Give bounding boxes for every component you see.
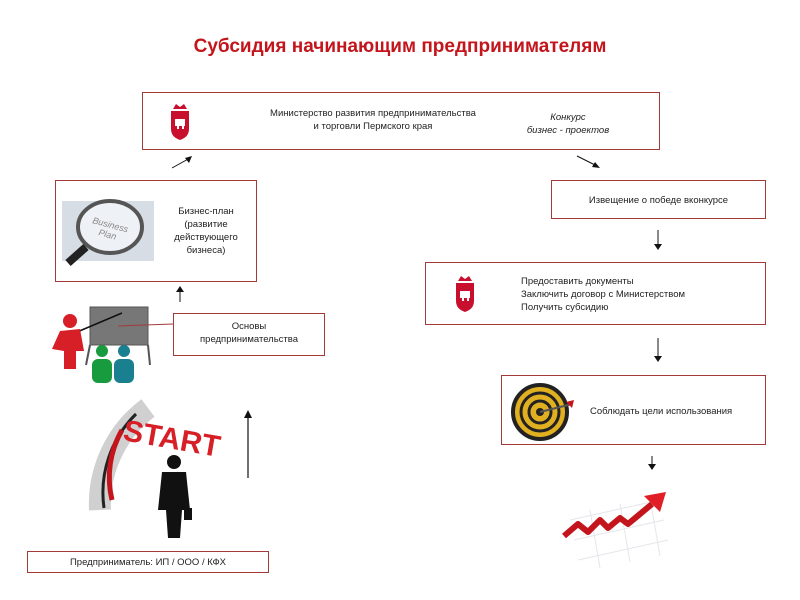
ministry-box: Министерство развития предпринимательств…	[142, 92, 660, 150]
goals-box: Соблюдать цели использования	[501, 375, 766, 445]
pointer-connector	[118, 318, 178, 330]
business-plan-line3: действующего	[160, 231, 252, 244]
notice-box: Извещение о победе вконкурсе	[551, 180, 766, 219]
arrow-basics-to-plan	[174, 286, 186, 306]
business-plan-line4: бизнеса)	[160, 244, 252, 257]
start-stopwatch-image: START	[88, 400, 238, 540]
arrow-documents-to-goals	[652, 338, 664, 364]
goals-label: Соблюдать цели использования	[590, 405, 765, 418]
entrepreneur-box: Предприниматель: ИП / ООО / КФХ	[27, 551, 269, 573]
documents-line1: Предоставить документы	[521, 275, 761, 288]
magnifier-business-plan-image: Business Plan	[62, 197, 154, 265]
documents-box: Предоставить документы Заключить договор…	[425, 262, 766, 325]
business-plan-line1: Бизнес-план	[160, 205, 252, 218]
arrow-notice-to-documents	[652, 230, 664, 252]
documents-line2: Заключить договор с Министерством	[521, 288, 761, 301]
page-title: Субсидия начинающим предпринимателям	[0, 36, 800, 58]
ministry-name-line1: Министерство развития предпринимательств…	[223, 107, 523, 120]
entrepreneur-label: Предприниматель: ИП / ООО / КФХ	[28, 556, 268, 569]
arrow-goals-to-growth	[647, 456, 659, 472]
coat-of-arms-icon	[454, 273, 476, 313]
ministry-name-line2: и торговли Пермского края	[223, 120, 523, 133]
growth-arrow-image	[560, 490, 670, 570]
basics-line1: Основы	[174, 320, 324, 333]
business-plan-line2: (развитие	[160, 218, 252, 231]
coat-of-arms-icon	[169, 101, 191, 141]
basics-line2: предпринимательства	[174, 333, 324, 346]
arrow-ministry-to-notice	[575, 152, 605, 172]
contest-line2: бизнес - проектов	[513, 124, 623, 137]
arrow-start-up	[243, 410, 255, 480]
businessman-silhouette	[158, 455, 192, 538]
notice-label: Извещение о победе вконкурсе	[552, 194, 765, 207]
business-plan-box: Business Plan Бизнес-план (развитие дейс…	[55, 180, 257, 282]
basics-box: Основы предпринимательства	[173, 313, 325, 356]
documents-line3: Получить субсидию	[521, 301, 761, 314]
contest-line1: Конкурс	[513, 111, 623, 124]
arrow-plan-to-ministry	[170, 152, 200, 172]
presentation-people-image	[50, 305, 150, 385]
target-icon	[510, 380, 574, 442]
